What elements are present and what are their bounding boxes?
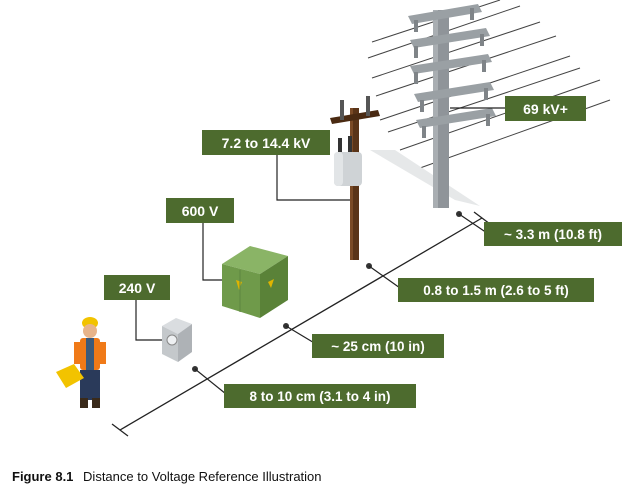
voltage-label-7kv-text: 7.2 to 14.4 kV	[222, 135, 311, 151]
voltage-label-69kv: 69 kV+	[505, 96, 586, 121]
leader-lines	[135, 107, 505, 395]
distance-label-0-8m-text: 0.8 to 1.5 m (2.6 to 5 ft)	[423, 283, 569, 298]
voltage-label-600v: 600 V	[166, 198, 234, 223]
distance-label-25cm: ~ 25 cm (10 in)	[312, 334, 444, 358]
voltage-label-240v-text: 240 V	[119, 280, 156, 296]
figure-caption: Figure 8.1 Distance to Voltage Reference…	[12, 469, 322, 484]
electric-meter	[162, 318, 192, 362]
voltage-label-600v-text: 600 V	[182, 203, 219, 219]
pad-mount-transformer	[222, 246, 288, 318]
steel-transmission-pole	[408, 4, 496, 208]
figure-number: Figure 8.1	[12, 469, 74, 484]
voltage-label-69kv-text: 69 kV+	[523, 101, 568, 117]
distance-label-0-8m: 0.8 to 1.5 m (2.6 to 5 ft)	[398, 278, 594, 302]
pole-top-transformer	[334, 136, 362, 186]
distance-label-8cm: 8 to 10 cm (3.1 to 4 in)	[224, 384, 416, 408]
distance-label-8cm-text: 8 to 10 cm (3.1 to 4 in)	[249, 389, 390, 404]
voltage-label-240v: 240 V	[104, 275, 170, 300]
distance-label-3m: ~ 3.3 m (10.8 ft)	[484, 222, 622, 246]
pole-shadow	[370, 150, 480, 206]
distance-label-25cm-text: ~ 25 cm (10 in)	[331, 339, 424, 354]
utility-worker-figure	[56, 317, 106, 408]
voltage-label-7kv: 7.2 to 14.4 kV	[202, 130, 330, 155]
distance-label-3m-text: ~ 3.3 m (10.8 ft)	[504, 227, 602, 242]
figure-caption-text: Distance to Voltage Reference Illustrati…	[83, 469, 322, 484]
